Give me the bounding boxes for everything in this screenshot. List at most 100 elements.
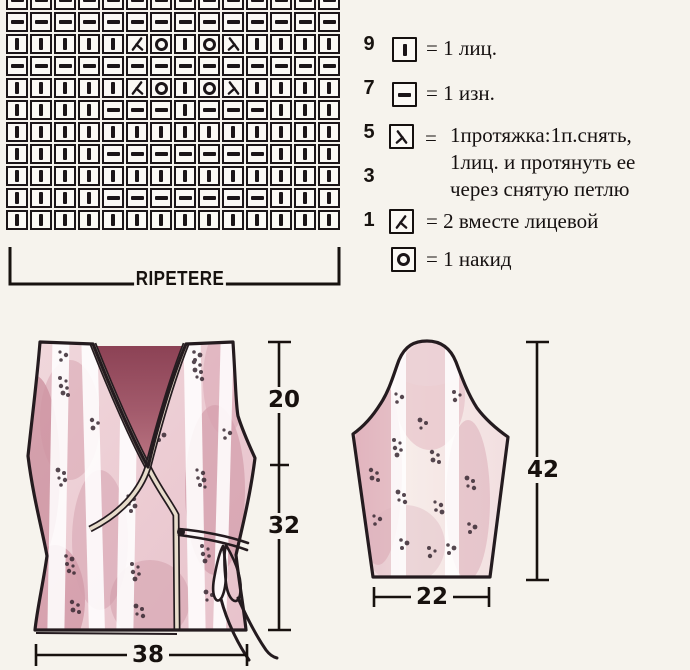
chart-cell-purl-symbol — [222, 56, 244, 76]
chart-cell-purl-symbol — [174, 12, 196, 32]
knit-icon — [87, 170, 91, 182]
chart-cell-purl-symbol — [126, 0, 148, 10]
purl-icon — [106, 152, 120, 156]
purl-icon — [250, 0, 264, 2]
purl-icon — [274, 0, 288, 2]
chart-cell-knit-symbol — [30, 122, 52, 142]
knit-icon — [303, 82, 307, 94]
purl-icon — [154, 196, 168, 200]
chart-cell-knit-symbol — [6, 144, 28, 164]
purl-icon — [82, 20, 96, 24]
purl-icon — [130, 64, 144, 68]
chart-cell-knit-symbol — [222, 210, 244, 230]
chart-cell-knit-symbol — [294, 210, 316, 230]
chart-row — [6, 188, 340, 208]
knit-icon — [39, 214, 43, 226]
knit-icon — [39, 82, 43, 94]
knit-icon — [303, 104, 307, 116]
chart-cell-purl-symbol — [126, 56, 148, 76]
chart-cell-knit-symbol — [30, 78, 52, 98]
knit-icon — [327, 148, 331, 160]
purl-icon — [130, 0, 144, 2]
chart-cell-knit-symbol — [6, 100, 28, 120]
eyelet-speckles — [55, 350, 233, 619]
purl-icon — [202, 196, 216, 200]
knit-icon — [402, 43, 407, 56]
chart-cell-knit-symbol — [270, 100, 292, 120]
chart-cell-purl-symbol — [270, 56, 292, 76]
chart-cell-purl-symbol — [78, 56, 100, 76]
chart-cell-knit-symbol — [270, 210, 292, 230]
chart-cell-purl-symbol — [102, 12, 124, 32]
purl-icon — [154, 108, 168, 112]
knit-icon — [39, 170, 43, 182]
purl-icon — [34, 64, 48, 68]
chart-cell-purl-symbol — [270, 12, 292, 32]
yarnover-icon — [397, 253, 410, 266]
chart-cell-purl-symbol — [318, 12, 340, 32]
chart-cell-knit-symbol — [6, 78, 28, 98]
chart-cell-knit-symbol — [6, 34, 28, 54]
vest-neck-inset — [95, 346, 184, 466]
knit-icon — [183, 38, 187, 50]
purl-icon — [106, 108, 120, 112]
chart-cell-knit-symbol — [246, 210, 268, 230]
chart-cell-purl-symbol — [246, 12, 268, 32]
knit-icon — [207, 126, 211, 138]
chart-cell-knit-symbol — [198, 166, 220, 186]
chart-cell-knit-symbol — [318, 166, 340, 186]
chart-cell-knit-symbol — [318, 100, 340, 120]
chart-cell-purl-symbol — [30, 12, 52, 32]
chart-cell-purl-symbol — [126, 12, 148, 32]
chart-cell-knit-symbol — [270, 188, 292, 208]
chart-cell-purl-symbol — [6, 56, 28, 76]
chart-cell-purl-symbol — [126, 144, 148, 164]
knit-icon — [63, 126, 67, 138]
chart-cell-knit-symbol — [174, 122, 196, 142]
knit-icon — [63, 214, 67, 226]
knit-icon — [303, 148, 307, 160]
legend-yarnover-box — [391, 247, 416, 272]
purl-icon — [82, 64, 96, 68]
chart-cell-knit-symbol — [78, 166, 100, 186]
legend-k2tog-box — [389, 209, 414, 234]
knit-icon — [159, 214, 163, 226]
chart-row — [6, 56, 340, 76]
eyelet-speckles — [368, 390, 478, 559]
purl-icon — [202, 108, 216, 112]
purl-icon — [226, 196, 240, 200]
knit-icon — [279, 214, 283, 226]
chart-cell-knit-symbol — [30, 100, 52, 120]
purl-icon — [226, 108, 240, 112]
chart-cell-knit-symbol — [318, 78, 340, 98]
chart-row: 1 — [6, 209, 375, 231]
chart-cell-purl-symbol — [198, 56, 220, 76]
knit-icon — [279, 192, 283, 204]
chart-cell-purl-symbol — [150, 56, 172, 76]
chart-cell-knit-symbol — [102, 166, 124, 186]
chart-cell-knit-symbol — [246, 122, 268, 142]
chart-cell-knit-symbol — [294, 188, 316, 208]
chart-cell-purl-symbol — [198, 100, 220, 120]
chart-cell-purl-symbol — [198, 0, 220, 10]
knit-icon — [87, 148, 91, 160]
knit-icon — [279, 170, 283, 182]
chart-cell-purl-symbol — [150, 100, 172, 120]
purl-icon — [154, 152, 168, 156]
chart-cell-knit-symbol — [54, 100, 76, 120]
chart-cell-knit-symbol — [78, 122, 100, 142]
knit-icon — [63, 148, 67, 160]
purl-icon — [154, 0, 168, 2]
legend-knit-box — [392, 37, 417, 62]
knit-icon — [87, 82, 91, 94]
chart-row — [6, 0, 340, 10]
knit-icon — [63, 104, 67, 116]
purl-icon — [178, 20, 192, 24]
legend-k2tog-text: = 2 вместе лицевой — [426, 209, 599, 233]
knit-icon — [183, 126, 187, 138]
knit-icon — [279, 82, 283, 94]
chart-cell-yarnover-symbol — [198, 34, 220, 54]
knit-icon — [327, 214, 331, 226]
chart-cell-knit-symbol — [126, 210, 148, 230]
